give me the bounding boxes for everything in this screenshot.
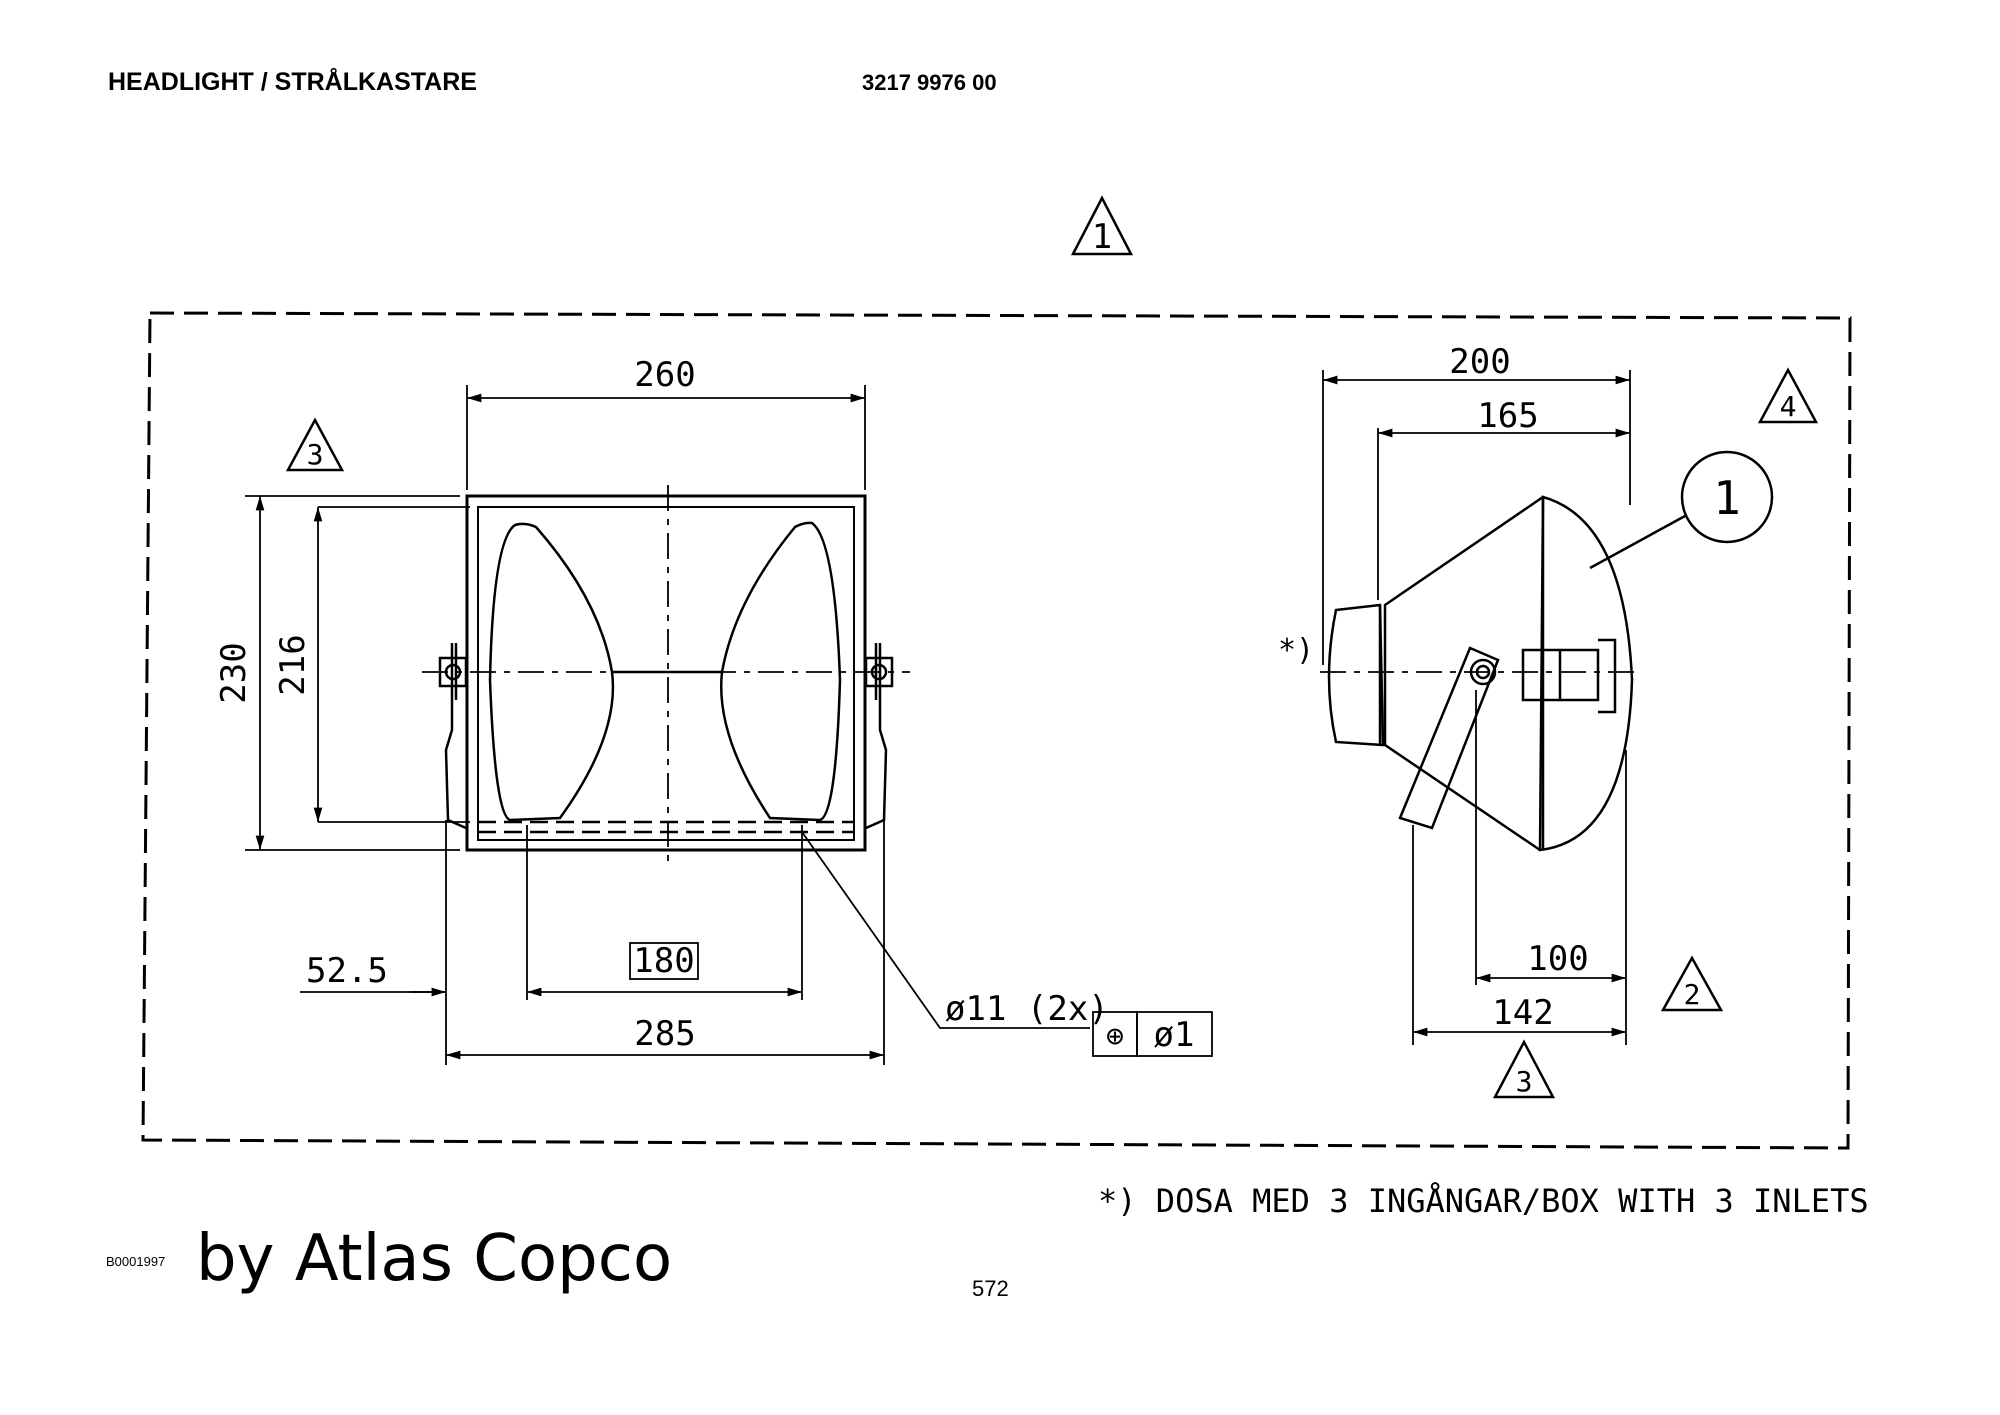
- revision-triangles: [285, 195, 1819, 1099]
- dim-52-5: 52.5: [306, 951, 388, 991]
- brand-text: by Atlas Copco: [196, 1222, 673, 1296]
- drawing-labels: 1 3 4 2 3 1 260 230 216 52.5 180 285 ø11…: [214, 217, 1869, 1220]
- drawing-note: *) DOSA MED 3 INGÅNGAR/BOX WITH 3 INLETS: [1098, 1182, 1869, 1220]
- position-tolerance-value: ø1: [1154, 1015, 1195, 1055]
- inlet-box-marker: *): [1278, 633, 1314, 668]
- dim-hole-diameter: ø11 (2x): [945, 989, 1109, 1029]
- dim-180: 180: [633, 941, 694, 981]
- side-dimensions: [1322, 370, 1631, 1045]
- drawing-reference: B0001997: [106, 1254, 166, 1269]
- dim-216: 216: [273, 634, 313, 695]
- triangle-4-label: 4: [1780, 390, 1797, 423]
- front-view: [422, 485, 910, 865]
- drawing-frame: [141, 311, 1852, 1150]
- item-balloon-label: 1: [1713, 471, 1741, 525]
- triangle-1-label: 1: [1092, 217, 1112, 257]
- position-tolerance-symbol: ⊕: [1106, 1019, 1124, 1054]
- front-dimensions: [245, 385, 1213, 1065]
- dim-142: 142: [1492, 993, 1553, 1033]
- document-title: HEADLIGHT / STRÅLKASTARE: [108, 68, 477, 96]
- triangle-2-label: 2: [1684, 978, 1701, 1011]
- triangle-3b-label: 3: [1516, 1065, 1533, 1098]
- side-view: [1320, 450, 1774, 852]
- dim-165: 165: [1477, 396, 1538, 436]
- dim-285: 285: [634, 1014, 695, 1054]
- dim-200: 200: [1449, 342, 1510, 382]
- dim-230: 230: [214, 642, 254, 703]
- part-number: 3217 9976 00: [862, 70, 997, 95]
- page-number: 572: [972, 1276, 1009, 1301]
- triangle-3a-label: 3: [307, 438, 324, 471]
- dim-260: 260: [634, 355, 695, 395]
- dim-100: 100: [1527, 939, 1588, 979]
